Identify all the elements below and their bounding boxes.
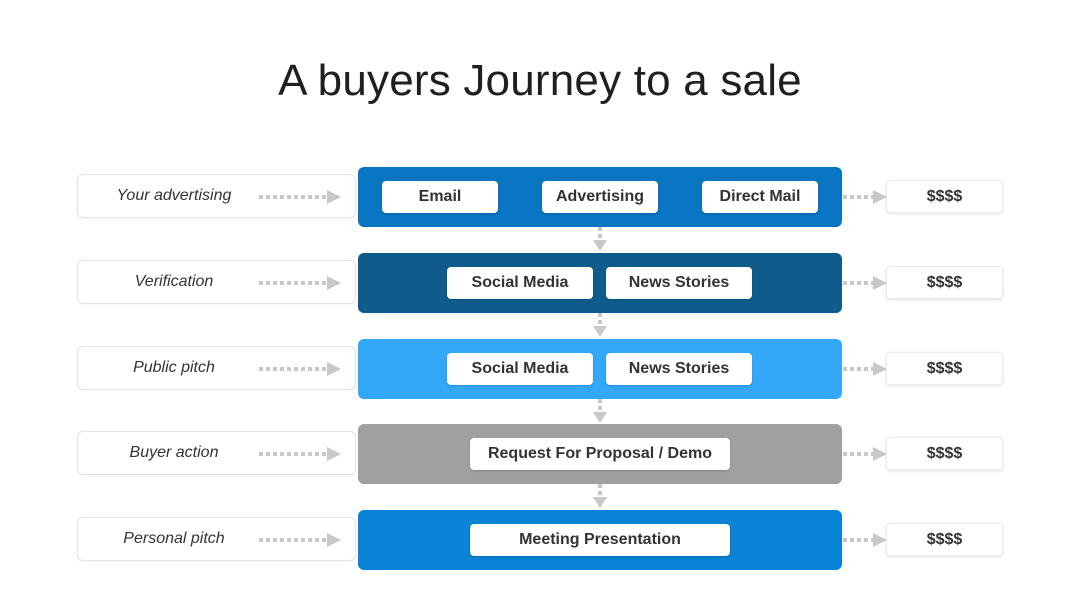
stage-label: Public pitch (133, 359, 215, 376)
dotted-arrow-right-icon (843, 362, 887, 376)
stage-block-verification: Social Media News Stories (358, 253, 842, 313)
dotted-arrow-right-icon (843, 190, 887, 204)
value-box: $$$$ (886, 266, 1003, 299)
stage-block-buyer-action: Request For Proposal / Demo (358, 424, 842, 484)
dotted-arrow-right-icon (259, 190, 341, 204)
dotted-arrow-right-icon (843, 533, 887, 547)
journey-row-public-pitch: Public pitch Social Media News Stories $… (0, 339, 1080, 399)
stage-label: Buyer action (129, 444, 219, 461)
journey-row-verification: Verification Social Media News Stories $… (0, 253, 1080, 313)
page-title: A buyers Journey to a sale (278, 56, 802, 105)
journey-row-buyer-action: Buyer action Request For Proposal / Demo… (0, 424, 1080, 484)
stage-label: Verification (134, 273, 214, 290)
stage-block-personal-pitch: Meeting Presentation (358, 510, 842, 570)
dotted-arrow-right-icon (259, 362, 341, 376)
stage-block-public-pitch: Social Media News Stories (358, 339, 842, 399)
channel-chip-social-media: Social Media (447, 353, 593, 385)
channel-chip-email: Email (382, 181, 498, 213)
dotted-arrow-right-icon (259, 447, 341, 461)
channel-chip-advertising: Advertising (542, 181, 658, 213)
dotted-arrow-down-icon (593, 313, 607, 337)
channel-chip-rfp-demo: Request For Proposal / Demo (470, 438, 730, 470)
journey-row-advertising: Your advertising Email Advertising Direc… (0, 167, 1080, 227)
journey-row-personal-pitch: Personal pitch Meeting Presentation $$$$ (0, 510, 1080, 570)
dotted-arrow-right-icon (843, 276, 887, 290)
channel-chip-social-media: Social Media (447, 267, 593, 299)
channel-chip-news-stories: News Stories (606, 267, 752, 299)
dotted-arrow-down-icon (593, 484, 607, 508)
value-box: $$$$ (886, 523, 1003, 556)
dotted-arrow-down-icon (593, 227, 607, 251)
stage-block-advertising: Email Advertising Direct Mail (358, 167, 842, 227)
channel-chip-direct-mail: Direct Mail (702, 181, 818, 213)
dotted-arrow-down-icon (593, 399, 607, 423)
value-box: $$$$ (886, 180, 1003, 213)
dotted-arrow-right-icon (843, 447, 887, 461)
dotted-arrow-right-icon (259, 276, 341, 290)
stage-label: Your advertising (116, 187, 232, 204)
value-box: $$$$ (886, 437, 1003, 470)
value-box: $$$$ (886, 352, 1003, 385)
dotted-arrow-right-icon (259, 533, 341, 547)
stage-label: Personal pitch (123, 530, 225, 547)
channel-chip-news-stories: News Stories (606, 353, 752, 385)
channel-chip-meeting-presentation: Meeting Presentation (470, 524, 730, 556)
